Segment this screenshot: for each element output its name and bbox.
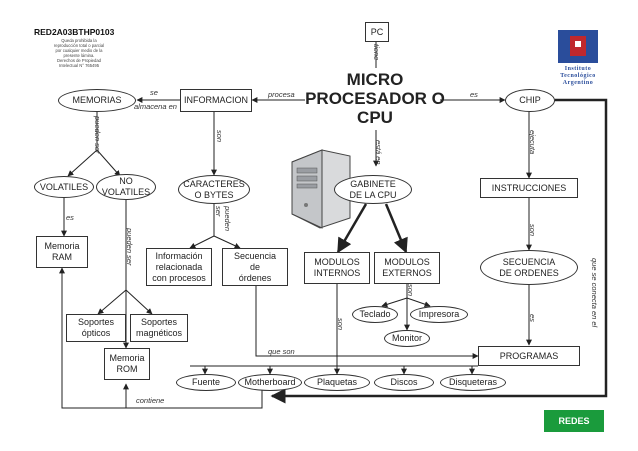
connector-car-info <box>189 235 215 249</box>
label-que-son: que son <box>268 347 295 356</box>
connector-gab-internos <box>336 203 368 254</box>
redes-button[interactable]: REDES <box>544 410 604 432</box>
label-pueden-ser-caracteres: pueden ser <box>214 206 232 232</box>
node-memoria-ram: Memoria RAM <box>36 236 88 268</box>
label-son-internos: son <box>336 318 345 331</box>
node-secuencia-small: Secuencia de órdenes <box>222 248 288 286</box>
node-plaquetas: Plaquetas <box>304 374 370 391</box>
connector-car-secuencia <box>213 235 241 249</box>
node-memoria-rom: Memoria ROM <box>104 348 150 380</box>
node-chip: CHIP <box>505 89 555 112</box>
connector-chip-motherboard <box>270 98 608 404</box>
label-tiene: tiene <box>372 44 381 61</box>
logo-caption: Instituto Tecnológico Argentino <box>560 66 596 86</box>
label-son-info: son <box>215 130 224 143</box>
label-es-volatiles: es <box>66 213 74 222</box>
node-motherboard: Motherboard <box>238 374 302 391</box>
node-disqueteras: Disqueteras <box>440 374 506 391</box>
node-soportes-opticos: Soportes ópticos <box>66 314 126 342</box>
label-ejecuta: ejecuta <box>528 130 537 155</box>
label-procesa: procesa <box>268 90 295 99</box>
main-title: MICRO PROCESADOR O CPU <box>305 70 445 127</box>
label-es-secuencia: es <box>528 314 537 322</box>
node-monitor: Monitor <box>384 330 430 347</box>
cpu-case-image <box>291 149 351 229</box>
connector-gab-externos <box>384 203 408 254</box>
copyright-notice: Queda prohibida la reproducción total o … <box>53 38 105 68</box>
connector-mem-volatiles <box>67 149 98 177</box>
node-no-volatiles: NO VOLATILES <box>96 174 156 200</box>
node-volatiles: VOLATILES <box>34 176 94 198</box>
connector-ext-teclado <box>381 297 408 308</box>
connector-ext-impresora <box>406 297 431 308</box>
label-son-instrucciones: son <box>528 224 537 237</box>
sheet-code: RED2A03BTHP0103 <box>34 27 115 37</box>
connector-nv-opticos <box>97 289 127 315</box>
node-info-relacionada: Información relacionada con procesos <box>146 248 212 286</box>
label-es-chip: es <box>470 90 478 99</box>
node-secuencia-ordenes: SECUENCIA DE ORDENES <box>480 250 578 285</box>
node-fuente: Fuente <box>176 374 236 391</box>
label-pueden-ser-nv: pueden ser <box>125 228 134 266</box>
institute-logo <box>558 30 598 63</box>
label-se: se <box>150 88 158 97</box>
node-pc: PC <box>365 22 389 42</box>
node-memorias: MEMORIAS <box>58 89 136 112</box>
connector-nv-magneticos <box>125 289 153 315</box>
label-pueden-ser-memorias: pueden ser <box>93 116 102 154</box>
node-modulos-internos: MODULOS INTERNOS <box>304 252 370 284</box>
connector-mb-ram <box>59 267 263 409</box>
node-discos: Discos <box>374 374 434 391</box>
node-gabinete: GABINETE DE LA CPU <box>334 175 412 204</box>
node-impresora: Impresora <box>410 306 468 323</box>
label-son-externos: son <box>406 284 415 297</box>
node-informacion: INFORMACION <box>180 89 252 112</box>
node-teclado: Teclado <box>352 306 398 323</box>
node-instrucciones: INSTRUCCIONES <box>480 178 578 198</box>
node-modulos-externos: MODULOS EXTERNOS <box>374 252 440 284</box>
node-programas: PROGRAMAS <box>478 346 580 366</box>
label-contiene: contiene <box>136 396 165 405</box>
connector-mem-novolatiles <box>96 149 121 177</box>
label-almacena-en: almacena en <box>134 102 177 111</box>
label-esta-en: está en <box>374 140 383 165</box>
node-caracteres: CARACTERES O BYTES <box>178 175 250 204</box>
node-soportes-magneticos: Soportes magnéticos <box>130 314 188 342</box>
connector-seq-programas <box>255 285 479 359</box>
label-que-se-conecta: que se conecta en el <box>590 258 599 328</box>
